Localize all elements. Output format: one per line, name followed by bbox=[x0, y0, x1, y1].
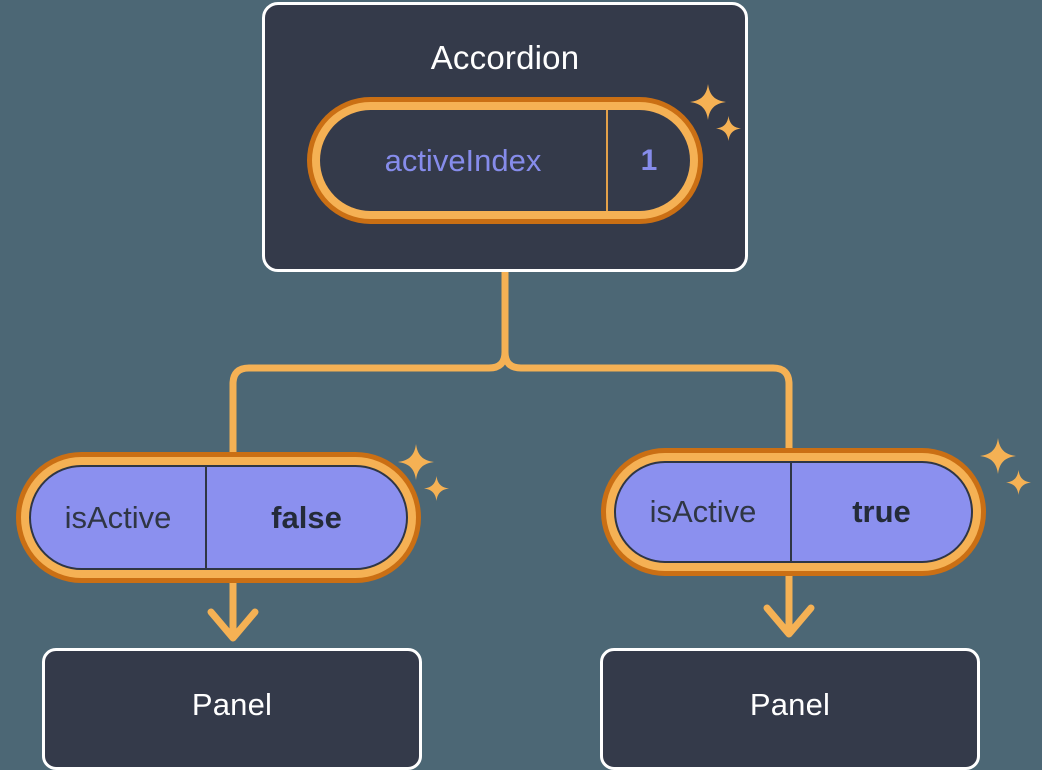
connector-root-to-left-branch bbox=[229, 348, 509, 460]
sparkle-group-right bbox=[980, 438, 1040, 504]
connector-root-to-branches bbox=[501, 268, 793, 456]
arrow-down-icon-left bbox=[207, 608, 259, 642]
arrow-down-icon-right bbox=[763, 604, 815, 638]
state-key: isActive bbox=[616, 463, 792, 561]
sparkle-icon-small bbox=[1006, 470, 1031, 495]
state-key: activeIndex bbox=[320, 110, 608, 211]
component-title: Panel bbox=[749, 687, 831, 722]
state-pill-activeindex[interactable]: activeIndex 1 bbox=[307, 97, 703, 224]
pill-content: isActive true bbox=[614, 461, 973, 563]
pill-content: isActive false bbox=[29, 465, 408, 570]
component-title: Panel bbox=[191, 687, 273, 722]
state-pill-isactive-true[interactable]: isActive true bbox=[601, 448, 986, 576]
component-card-panel-left[interactable]: Panel bbox=[42, 648, 422, 770]
state-value: true bbox=[852, 494, 911, 529]
state-value: false bbox=[271, 499, 342, 535]
pill-content: activeIndex 1 bbox=[320, 110, 690, 211]
state-key: isActive bbox=[31, 467, 207, 568]
state-value: 1 bbox=[640, 143, 658, 177]
component-title: Accordion bbox=[430, 39, 580, 76]
sparkle-icon-small bbox=[424, 476, 449, 501]
state-pill-isactive-false[interactable]: isActive false bbox=[16, 452, 421, 583]
component-card-panel-right[interactable]: Panel bbox=[600, 648, 980, 770]
